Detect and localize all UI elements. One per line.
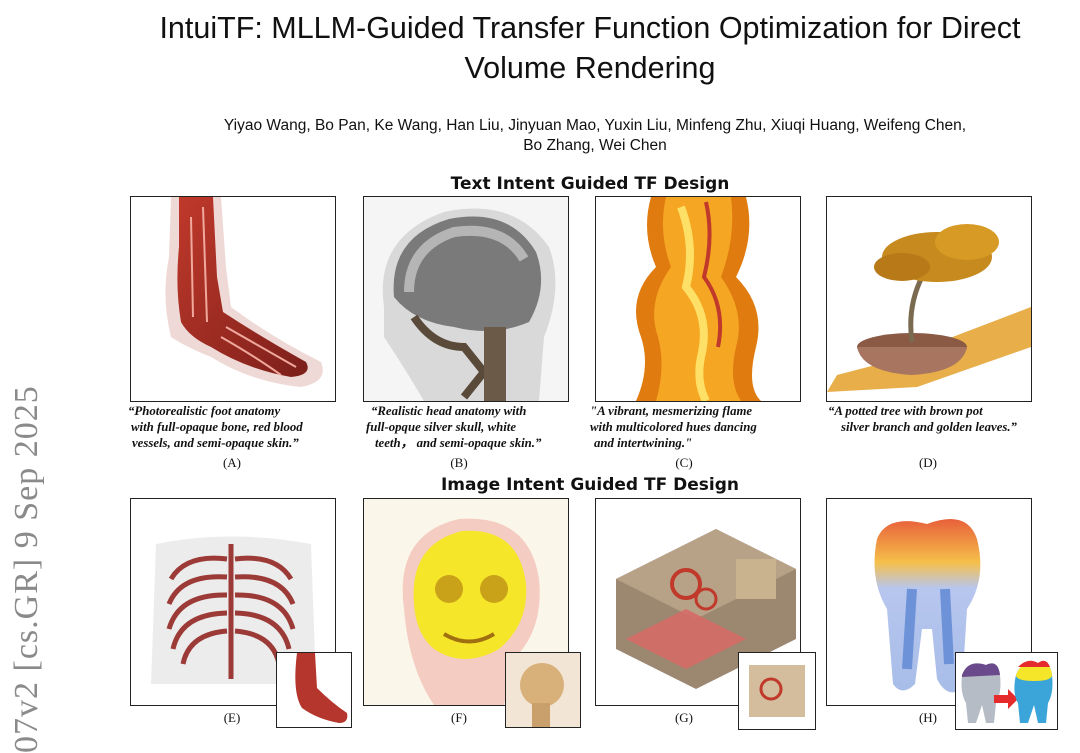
panel-label-b: (B) xyxy=(450,455,468,470)
head-render-image xyxy=(364,197,568,401)
tree-render-image xyxy=(827,224,1031,392)
reference-inset-e xyxy=(276,652,352,728)
engine-render-image xyxy=(616,529,796,689)
caption-line: with full-opaque bone, red blood xyxy=(131,420,303,434)
caption-line: full-opque silver skull, white xyxy=(366,420,517,434)
caption-line: vessels, and semi-opaque skin.” xyxy=(132,436,299,450)
section-title-text-intent: Text Intent Guided TF Design xyxy=(450,174,730,194)
caption-line: silver branch and golden leaves.” xyxy=(841,420,1017,434)
reference-inset-f xyxy=(505,652,581,728)
authors-line-1: Yiyao Wang, Bo Pan, Ke Wang, Han Liu, Ji… xyxy=(223,117,967,134)
tooth-reference-image xyxy=(961,660,1053,723)
panel-label-f: (F) xyxy=(451,710,467,725)
caption-panel-a: “Photorealistic foot anatomy with full-o… xyxy=(120,403,365,451)
flame-render-image xyxy=(596,197,800,401)
arxiv-stamp: 07v2 [cs.GR] 9 Sep 2025 xyxy=(0,0,50,753)
caption-line: teeth， and semi-opaque skin.” xyxy=(375,436,542,450)
title-line-1: IntuiTF: MLLM-Guided Transfer Function O… xyxy=(159,11,1021,45)
caption-line: “Realistic head anatomy with xyxy=(371,404,527,418)
engine-reference-image xyxy=(749,665,805,717)
author-list: Yiyao Wang, Bo Pan, Ke Wang, Han Liu, Ji… xyxy=(110,116,1080,156)
panel-label-c: (C) xyxy=(675,455,693,470)
foot-reference-image xyxy=(295,653,348,723)
panel-label-d: (D) xyxy=(918,455,938,470)
ribcage-render-image xyxy=(151,536,316,684)
render-panel-d-tree xyxy=(826,196,1032,402)
caption-line: “Photorealistic foot anatomy xyxy=(128,404,281,418)
foot-render-image xyxy=(165,197,323,387)
render-panel-b-head xyxy=(363,196,569,402)
section-title-image-intent: Image Intent Guided TF Design xyxy=(440,475,739,495)
caption-line: with multicolored hues dancing xyxy=(590,420,757,434)
head-reference-image xyxy=(506,653,580,727)
render-panel-a-foot xyxy=(130,196,336,402)
panel-label-a: (A) xyxy=(222,455,242,470)
panel-label-g: (G) xyxy=(674,710,694,725)
caption-panel-d: “A potted tree with brown pot silver bra… xyxy=(828,403,1080,435)
arxiv-stamp-text: 07v2 [cs.GR] 9 Sep 2025 xyxy=(8,385,45,753)
caption-line: "A vibrant, mesmerizing flame xyxy=(590,404,753,418)
reference-inset-h xyxy=(955,652,1058,730)
tooth-render-image xyxy=(874,519,981,693)
caption-line: “A potted tree with brown pot xyxy=(828,404,983,418)
render-panel-c-flame xyxy=(595,196,801,402)
caption-panel-b: “Realistic head anatomy with full-opque … xyxy=(366,403,611,451)
authors-line-2: Bo Zhang, Wei Chen xyxy=(523,137,667,154)
panel-label-h: (H) xyxy=(918,710,938,725)
caption-line: and intertwining." xyxy=(594,436,693,450)
reference-inset-g xyxy=(738,652,816,730)
title-line-2: Volume Rendering xyxy=(464,51,716,85)
panel-label-e: (E) xyxy=(223,710,241,725)
paper-title: IntuiTF: MLLM-Guided Transfer Function O… xyxy=(100,8,1080,88)
caption-panel-c: "A vibrant, mesmerizing flame with multi… xyxy=(590,403,835,451)
yellow-head-render-image xyxy=(364,499,568,705)
